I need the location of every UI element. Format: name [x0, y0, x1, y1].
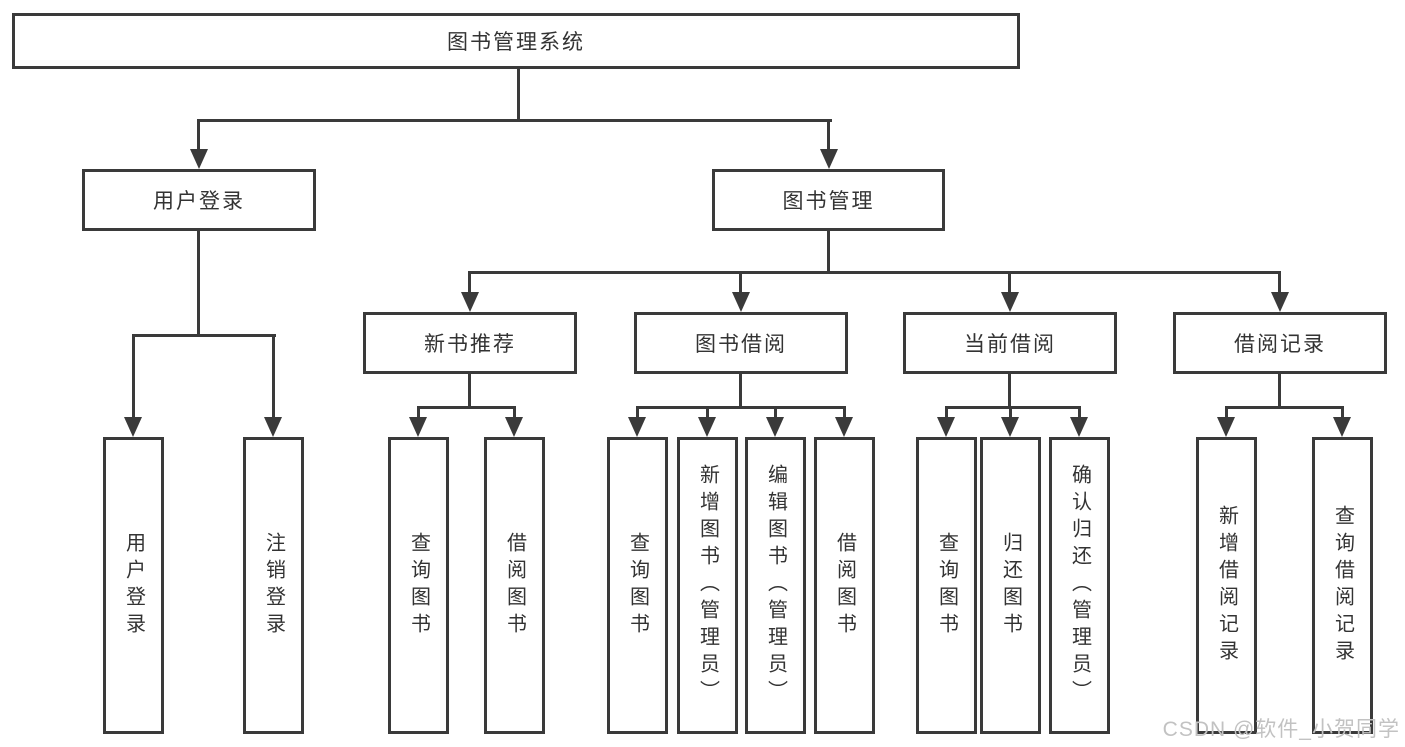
connector-line [417, 406, 516, 409]
connector-line [774, 406, 777, 420]
arrowhead-down-icon [820, 149, 838, 169]
arrowhead-down-icon [766, 417, 784, 437]
node-root: 图书管理系统 [12, 13, 1020, 69]
arrowhead-down-icon [1001, 417, 1019, 437]
arrowhead-down-icon [1271, 292, 1289, 312]
connector-line [945, 406, 1081, 409]
connector-line [468, 271, 471, 294]
leaf-borrowing-edit-books-admin: 编辑图书（管理员） [745, 437, 806, 734]
leaf-recommend-query-books: 查询图书 [388, 437, 449, 734]
arrowhead-down-icon [1001, 292, 1019, 312]
connector-line [1278, 271, 1281, 294]
node-book-borrowing: 图书借阅 [634, 312, 848, 374]
connector-line [197, 119, 832, 122]
watermark-text: CSDN @软件_小贺同学 [1162, 718, 1400, 741]
connector-line [1009, 406, 1012, 420]
connector-line [843, 406, 846, 420]
arrowhead-down-icon [409, 417, 427, 437]
leaf-logout: 注销登录 [243, 437, 304, 734]
arrowhead-down-icon [1217, 417, 1235, 437]
connector-line [827, 230, 830, 274]
arrowhead-down-icon [1333, 417, 1351, 437]
connector-line [1341, 406, 1344, 420]
connector-line [417, 406, 420, 420]
leaf-records-query-record: 查询借阅记录 [1312, 437, 1373, 734]
arrowhead-down-icon [264, 417, 282, 437]
leaf-user-login: 用户登录 [103, 437, 164, 734]
connector-line [468, 373, 471, 409]
leaf-borrowing-add-books-admin: 新增图书（管理员） [677, 437, 738, 734]
connector-line [827, 119, 830, 151]
leaf-borrowing-query-books: 查询图书 [607, 437, 668, 734]
connector-line [468, 271, 1281, 274]
connector-line [132, 334, 135, 419]
connector-line [636, 406, 846, 409]
node-user-login: 用户登录 [82, 169, 316, 231]
arrowhead-down-icon [1070, 417, 1088, 437]
arrowhead-down-icon [190, 149, 208, 169]
connector-line [1008, 271, 1011, 294]
connector-line [1225, 406, 1344, 409]
connector-line [739, 373, 742, 409]
arrowhead-down-icon [505, 417, 523, 437]
connector-line [197, 119, 200, 151]
connector-line [517, 67, 520, 121]
connector-line [706, 406, 709, 420]
leaf-current-confirm-return-admin: 确认归还（管理员） [1049, 437, 1110, 734]
node-borrowing-records: 借阅记录 [1173, 312, 1387, 374]
leaf-borrowing-borrow-books: 借阅图书 [814, 437, 875, 734]
arrowhead-down-icon [698, 417, 716, 437]
leaf-recommend-borrow-books: 借阅图书 [484, 437, 545, 734]
arrowhead-down-icon [835, 417, 853, 437]
connector-line [132, 334, 276, 337]
connector-line [1225, 406, 1228, 420]
arrowhead-down-icon [461, 292, 479, 312]
arrowhead-down-icon [628, 417, 646, 437]
leaf-records-add-record: 新增借阅记录 [1196, 437, 1257, 734]
leaf-current-query-books: 查询图书 [916, 437, 977, 734]
connector-line [1078, 406, 1081, 420]
arrowhead-down-icon [937, 417, 955, 437]
node-current-borrowing: 当前借阅 [903, 312, 1117, 374]
leaf-current-return-books: 归还图书 [980, 437, 1041, 734]
node-new-book-recommend: 新书推荐 [363, 312, 577, 374]
connector-line [636, 406, 639, 420]
node-book-management: 图书管理 [712, 169, 945, 231]
connector-line [739, 271, 742, 294]
connector-line [945, 406, 948, 420]
connector-line [272, 334, 275, 419]
connector-line [1278, 373, 1281, 409]
connector-line [197, 230, 200, 336]
arrowhead-down-icon [124, 417, 142, 437]
connector-line [1008, 373, 1011, 409]
connector-line [513, 406, 516, 420]
arrowhead-down-icon [732, 292, 750, 312]
